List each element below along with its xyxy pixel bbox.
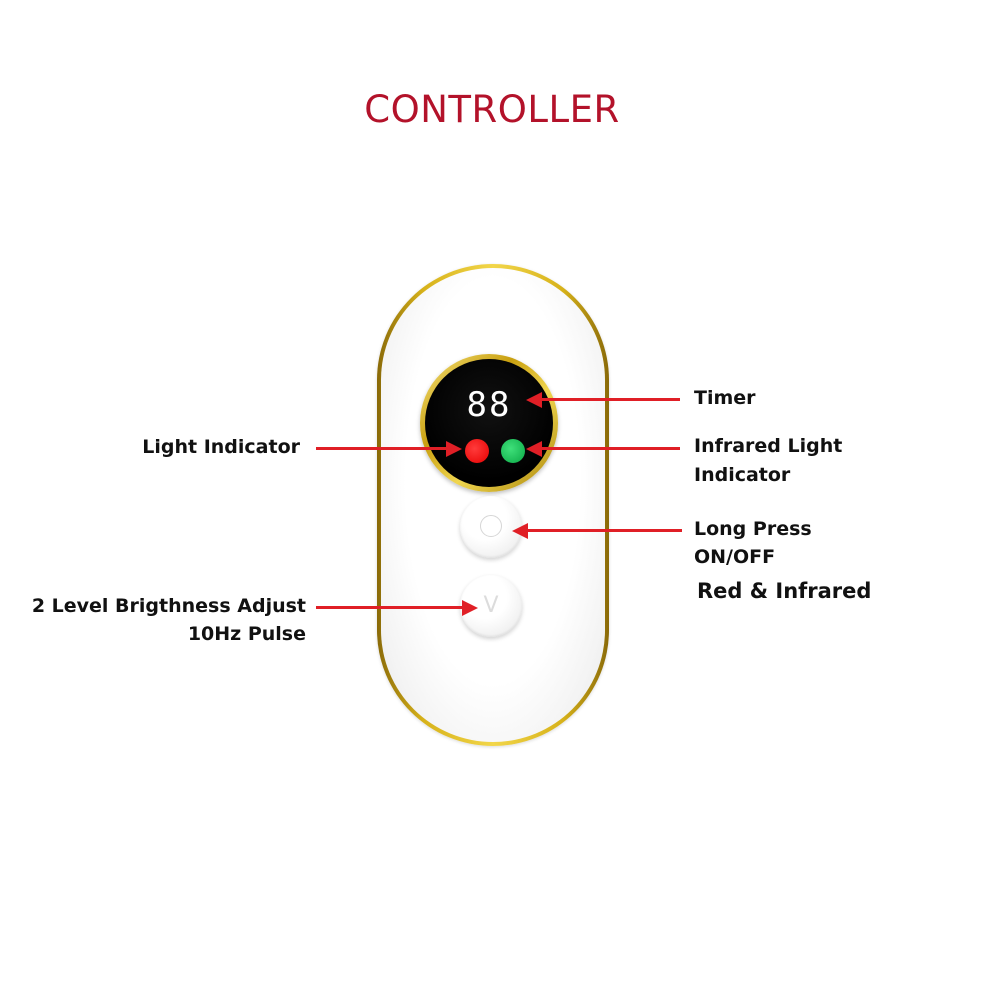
light-indicator-arrow [316, 447, 450, 450]
power-arrow [526, 529, 682, 532]
light-indicator-label: Light Indicator [142, 436, 300, 458]
brightness-label-line2: 10Hz Pulse [187, 623, 306, 645]
display-screen: 88 [425, 359, 553, 487]
timer-display: 88 [466, 385, 512, 425]
red-light-indicator [465, 439, 489, 463]
power-label-line2: ON/OFF [694, 546, 776, 568]
power-label-line1: Long Press [694, 518, 812, 540]
mode-v-icon: V [483, 593, 499, 618]
infrared-label-line2: Indicator [694, 464, 791, 486]
power-arrow-head [512, 523, 528, 539]
infrared-arrow [540, 447, 680, 450]
timer-arrow [540, 398, 680, 401]
timer-arrow-head [526, 392, 542, 408]
power-button[interactable] [460, 496, 522, 558]
infrared-arrow-head [526, 441, 542, 457]
power-icon [480, 515, 502, 537]
timer-label: Timer [694, 387, 756, 409]
light-indicator-arrow-head [446, 441, 462, 457]
page-title: CONTROLLER [364, 88, 620, 131]
power-label-line3: Red & Infrared [697, 579, 872, 603]
brightness-arrow [316, 606, 466, 609]
brightness-label-line1: 2 Level Brigthness Adjust [31, 595, 306, 617]
infrared-label-line1: Infrared Light [694, 435, 843, 457]
brightness-arrow-head [462, 600, 478, 616]
infrared-light-indicator [501, 439, 525, 463]
display-ring: 88 [420, 354, 558, 492]
